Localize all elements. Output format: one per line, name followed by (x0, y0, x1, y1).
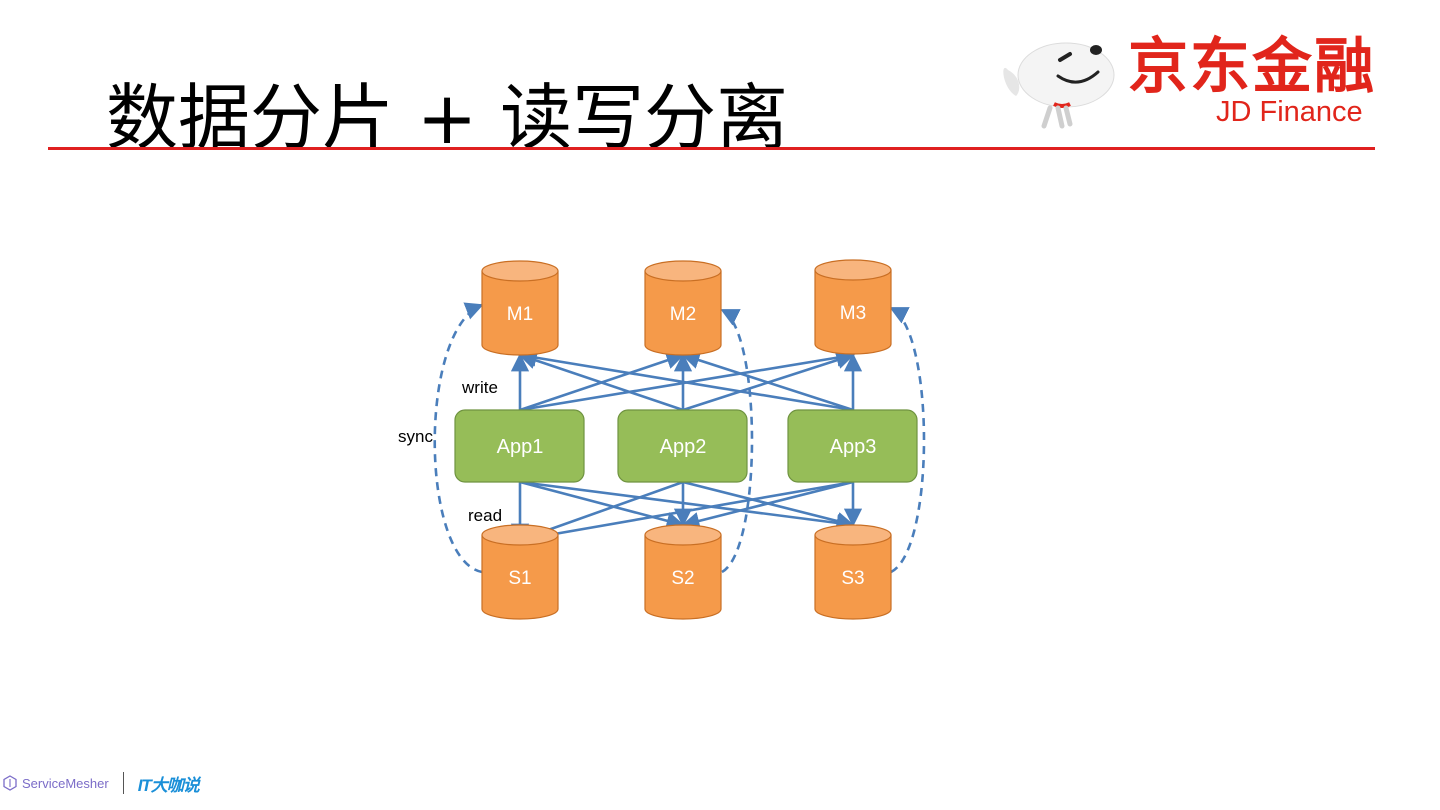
slave-db-s3: S3 (814, 524, 892, 620)
db-label: M1 (507, 304, 533, 325)
logo-brand-cn: 京东金融 (1128, 32, 1376, 102)
app-label: App1 (497, 436, 544, 458)
app-box-app1: App1 (454, 409, 585, 483)
master-db-m1: M1 (481, 260, 559, 356)
app-label: App2 (660, 436, 707, 458)
db-label: S3 (841, 568, 864, 589)
it-brand-logo: IT大咖说 (137, 775, 200, 795)
sync-label: sync (398, 427, 433, 446)
footer: ServiceMesher IT大咖说 (0, 770, 200, 796)
title-underline (48, 147, 1375, 150)
jd-dog-mascot-icon (1003, 42, 1115, 129)
db-label: M2 (670, 304, 696, 325)
read-arrows (510, 480, 863, 547)
app-box-app2: App2 (617, 409, 748, 483)
slave-db-s2: S2 (644, 524, 722, 620)
app-box-app3: App3 (787, 409, 918, 483)
db-label: M3 (840, 303, 866, 324)
read-label: read (468, 506, 502, 525)
db-label: S1 (508, 568, 531, 589)
app-label: App3 (830, 436, 877, 458)
slave-db-s1: S1 (481, 524, 559, 620)
sync-arrows (433, 302, 926, 574)
master-db-m2: M2 (644, 260, 722, 356)
write-arrows (510, 348, 863, 412)
footer-divider (122, 772, 124, 794)
servicemesher-brand: ServiceMesher (22, 775, 109, 791)
page-title: 数据分片 + 读写分离 (106, 76, 789, 160)
db-label: S2 (671, 568, 694, 589)
master-db-m3: M3 (814, 259, 892, 355)
write-label: write (461, 378, 498, 397)
logo-brand-en: JD Finance (1216, 96, 1363, 128)
hexagon-logo-icon (3, 775, 17, 791)
